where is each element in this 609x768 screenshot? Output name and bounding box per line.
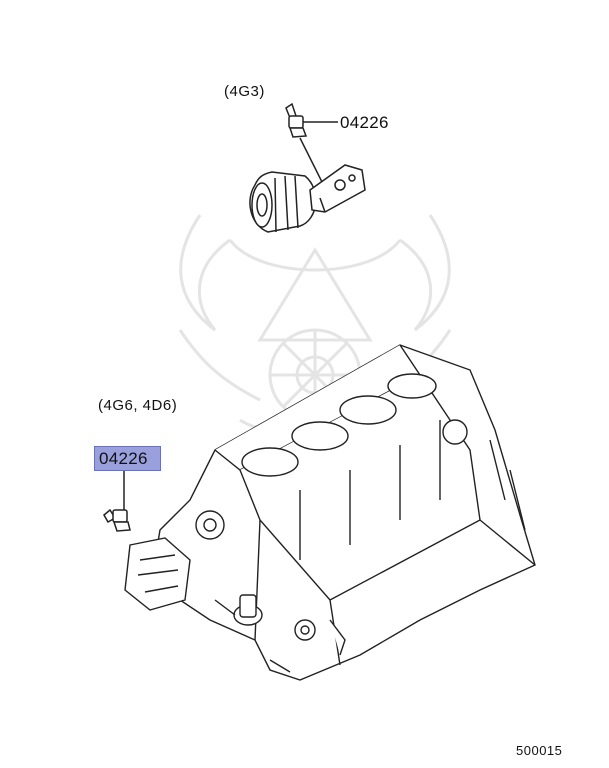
diagram-id: 500015 — [516, 743, 563, 758]
engine-block — [124, 344, 536, 681]
part-number-bottom-highlighted[interactable]: 04226 — [94, 446, 161, 471]
oil-pressure-switch-bottom — [103, 470, 131, 532]
oil-pressure-switch-top — [285, 102, 338, 183]
part-number-top[interactable]: 04226 — [340, 113, 389, 132]
variant-label-4g6-4d6: (4G6, 4D6) — [98, 397, 178, 414]
variant-label-4g3: (4G3) — [224, 83, 265, 100]
oil-filter-assembly — [249, 164, 366, 233]
